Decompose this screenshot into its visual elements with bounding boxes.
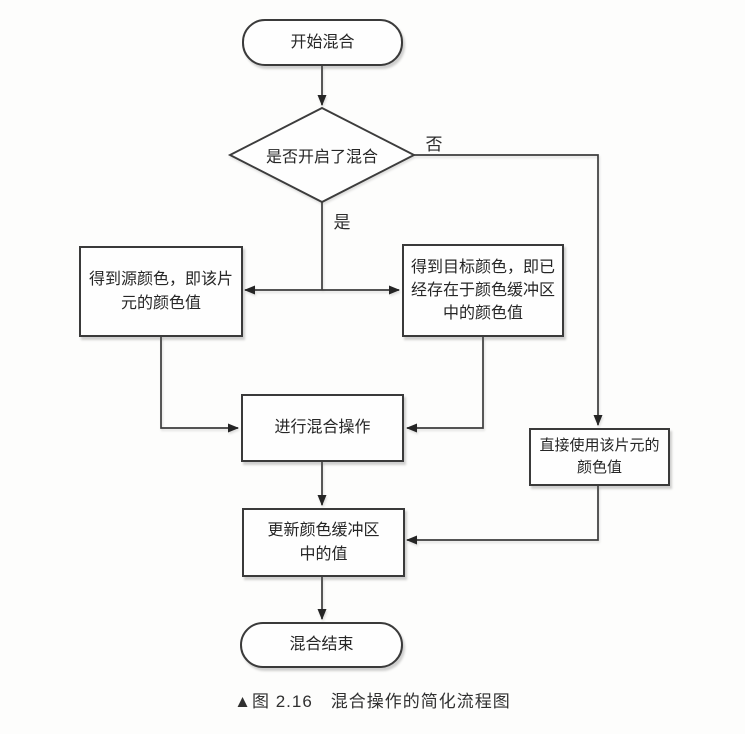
connector-no-to-direct-use (414, 154, 603, 426)
start-node-label: 开始混合 (290, 33, 355, 51)
blend-operation-label: 进行混合操作 (274, 419, 371, 437)
branch-label-no: 否 (425, 134, 443, 154)
update-buffer-node: 更新颜色缓冲区 中的值 (242, 508, 405, 577)
get-source-color-node: 得到源颜色，即该片 元的颜色值 (79, 246, 243, 337)
decision-diamond-shape (227, 106, 417, 204)
start-node: 开始混合 (242, 19, 403, 66)
update-buffer-label: 更新颜色缓冲区 中的值 (267, 522, 380, 563)
connector-source-to-blend (160, 336, 239, 433)
get-target-color-node: 得到目标颜色，即已 经存在于颜色缓冲区 中的颜色值 (402, 244, 564, 337)
decision-node-label: 是否开启了混合 (265, 149, 378, 166)
blend-operation-node: 进行混合操作 (241, 394, 404, 462)
get-source-color-label: 得到源颜色，即该片 元的颜色值 (88, 271, 233, 312)
figure-caption: ▲图 2.16 混合操作的简化流程图 (234, 692, 511, 711)
connector-direct-use-to-update (406, 486, 599, 545)
use-fragment-color-node: 直接使用该片元的 颜色值 (529, 428, 670, 486)
use-fragment-color-label: 直接使用该片元的 颜色值 (539, 437, 660, 476)
connector-target-to-blend (406, 337, 484, 433)
end-node-label: 混合结束 (289, 636, 354, 654)
branch-label-yes: 是 (333, 212, 351, 232)
end-node: 混合结束 (240, 622, 403, 668)
get-target-color-label: 得到目标颜色，即已 经存在于颜色缓冲区 中的颜色值 (410, 258, 555, 323)
